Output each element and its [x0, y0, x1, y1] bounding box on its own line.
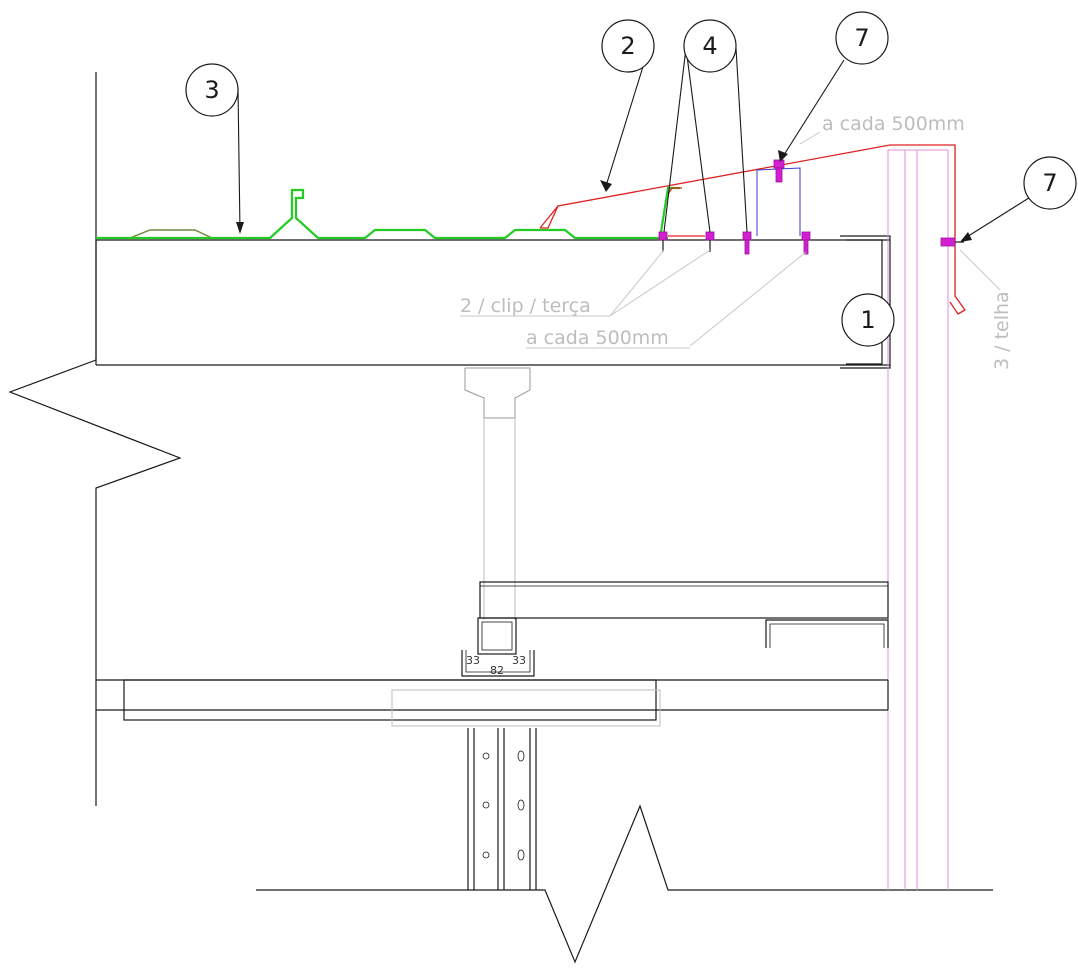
svg-text:4: 4 [702, 32, 717, 60]
callout-7-top: 7 [835, 11, 889, 65]
callout-4: 4 [683, 19, 737, 73]
callout-3: 3 [185, 63, 239, 117]
note-every-500-top: a cada 500mm [822, 113, 965, 135]
ground-break-line [256, 804, 993, 964]
svg-text:2: 2 [620, 32, 635, 60]
note-leaders [460, 131, 1001, 349]
screw-2-icon [705, 231, 715, 252]
screw-3-icon [742, 231, 752, 255]
wall-cladding-lines [887, 149, 949, 890]
svg-text:7: 7 [1042, 169, 1057, 197]
svg-text:3: 3 [204, 76, 219, 104]
svg-text:1: 1 [860, 306, 875, 334]
lower-beam [96, 679, 889, 727]
screw-4-icon [801, 231, 811, 255]
dim-left: 33 [466, 654, 480, 667]
screw-top-icon [773, 159, 785, 183]
dim-right: 33 [512, 654, 526, 667]
note-per-tile: 3 / telha [991, 291, 1013, 370]
fasteners [658, 159, 964, 255]
note-clip-per-purlin: 2 / clip / terça [460, 295, 591, 317]
intermediate-beam [479, 581, 889, 648]
ridge-flashing [539, 144, 966, 315]
callout-7-right: 7 [1023, 156, 1077, 210]
left-wall-break-line [8, 72, 182, 806]
screw-side-icon [940, 237, 964, 247]
svg-text:7: 7 [854, 24, 869, 52]
note-every-500-bottom: a cada 500mm [526, 327, 669, 349]
tube-bracket: 33 33 82 [461, 617, 535, 677]
roof-panel-profile [96, 186, 680, 240]
callout-1: 1 [841, 293, 895, 347]
screw-1-icon [658, 231, 668, 252]
dim-width: 82 [490, 664, 504, 677]
callout-2: 2 [601, 19, 655, 73]
perforated-upright [467, 728, 537, 890]
callout-leaders [236, 43, 1033, 242]
